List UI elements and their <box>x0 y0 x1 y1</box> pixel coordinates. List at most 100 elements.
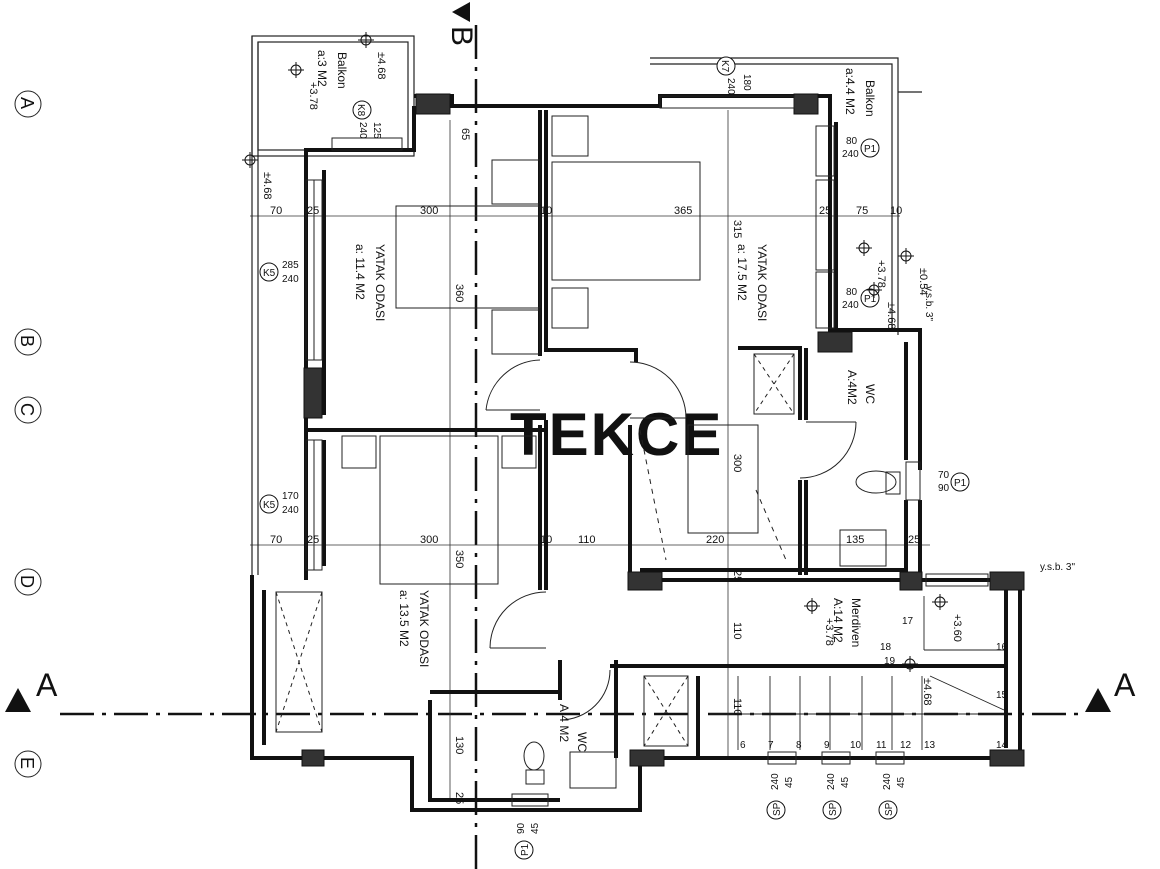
dim-top-3: 300 <box>420 205 438 217</box>
stair-step-18: 18 <box>880 642 892 653</box>
level-6: ±4.68 <box>885 302 897 329</box>
stair-step-12: 12 <box>900 740 912 751</box>
dim-top-7: 75 <box>856 205 868 217</box>
watermark: TEKCE <box>510 401 723 468</box>
level-2: +3.78 <box>307 82 319 110</box>
window-tag-2-w: 80 <box>846 287 858 298</box>
dim-vert-3: 350 <box>453 550 465 568</box>
dim-vert-6: 130 <box>453 736 465 754</box>
window-tag-9-h: 240 <box>770 773 781 790</box>
room-3-area: a: 13.5 M2 <box>397 590 411 647</box>
level-7: +3.78 <box>823 618 835 646</box>
balcony-right <box>650 57 922 335</box>
stair-step-13: 13 <box>924 740 936 751</box>
stair-step-19: 19 <box>884 656 896 667</box>
window-tag-1-w: 80 <box>846 136 858 147</box>
room-4-area: A:4M2 <box>845 370 859 405</box>
dim-mid-8: 25 <box>908 534 920 546</box>
windows <box>305 95 989 807</box>
dim-top-8: 10 <box>890 205 902 217</box>
window-tag-11-code: SP <box>884 802 895 816</box>
level-1: ±4.68 <box>375 52 387 79</box>
section-mark-a-left: A <box>36 667 58 703</box>
dim-vert-10: 65 <box>459 128 471 140</box>
window-tag-8-code: P1 <box>520 843 531 856</box>
dim-vert-4: 300 <box>731 454 743 472</box>
window-tag-2-h: 240 <box>842 300 859 311</box>
grid-axis-b: B <box>17 335 37 347</box>
window-tag-4-code: K5 <box>263 268 276 279</box>
level-3: ±4.68 <box>261 172 273 199</box>
window-tag-7-h: 240 <box>357 122 368 139</box>
grid-axis-d: D <box>17 575 37 588</box>
stair-step-14: 14 <box>996 740 1008 751</box>
stair-step-9: 9 <box>824 740 830 751</box>
level-markers <box>242 32 948 672</box>
window-tag-10-code: SP <box>828 802 839 816</box>
room-3-name: YATAK ODASI <box>417 590 431 667</box>
dim-vert-5: 110 <box>731 622 743 640</box>
dim-mid-6: 220 <box>706 534 724 546</box>
stair-step-6: 6 <box>740 740 746 751</box>
dim-vert-9: 110 <box>731 698 743 716</box>
window-tag-3-code: P1 <box>954 478 967 489</box>
window-tag-1-code: P1 <box>864 144 877 155</box>
room-6-area: A:14 M2 <box>831 598 845 643</box>
window-tag-6-w: 180 <box>741 74 752 91</box>
window-tag-circles <box>259 56 970 860</box>
dim-mid-4: 10 <box>540 534 552 546</box>
window-tag-4-h: 240 <box>282 274 299 285</box>
dim-vert-1: 360 <box>453 284 465 302</box>
window-tag-7-code: K8 <box>355 104 366 117</box>
shafts <box>275 353 795 747</box>
room-7-area: a:3 M2 <box>315 50 329 87</box>
grid-axes <box>14 90 42 778</box>
stair-step-16: 16 <box>996 642 1008 653</box>
grid-axis-a: A <box>17 97 37 109</box>
dim-vert-8: 25 <box>731 570 743 582</box>
dim-top-2: 25 <box>307 205 319 217</box>
level-4: ±0.54 <box>917 268 929 295</box>
note-ysb-2: y.s.b. 3" <box>1040 562 1075 573</box>
room-5-name: WC <box>575 732 589 752</box>
stairs <box>710 596 1005 750</box>
stair-step-10: 10 <box>850 740 862 751</box>
window-tag-4-w: 285 <box>282 260 299 271</box>
window-tag-9-w: 45 <box>784 776 795 788</box>
dimension-lines <box>250 110 930 800</box>
room-5-area: A:4 M2 <box>557 704 571 742</box>
dim-mid-1: 70 <box>270 534 282 546</box>
room-8-name: Balkon <box>863 80 877 117</box>
window-tag-3-h: 90 <box>938 483 950 494</box>
window-tag-9-code: SP <box>772 802 783 816</box>
dim-mid-7: 135 <box>846 534 864 546</box>
columns <box>301 93 1025 767</box>
window-tag-6-h: 240 <box>725 78 736 95</box>
dim-mid-5: 110 <box>578 534 596 546</box>
dim-mid-2: 25 <box>307 534 319 546</box>
window-tag-1-h: 240 <box>842 149 859 160</box>
room-8-area: a:4.4 M2 <box>843 68 857 115</box>
window-tag-2-code: P1 <box>864 294 877 305</box>
window-tag-5-w: 170 <box>282 491 299 502</box>
walls <box>250 94 1022 812</box>
dim-top-4: 10 <box>540 205 552 217</box>
note-ysb-1: y.s.b. 3" <box>923 286 934 321</box>
grid-axis-c: C <box>17 403 37 416</box>
window-tag-8-w: 45 <box>530 822 541 834</box>
section-mark-b: B <box>445 26 478 46</box>
window-tag-5-code: K5 <box>263 500 276 511</box>
dim-vert-2: 315 <box>731 220 743 238</box>
window-tag-5-h: 240 <box>282 505 299 516</box>
window-tag-10-h: 240 <box>826 773 837 790</box>
window-tag-8-h: 90 <box>516 822 527 834</box>
dim-top-5: 365 <box>674 205 692 217</box>
room-1-name: YATAK ODASI <box>373 244 387 321</box>
window-tag-10-w: 45 <box>840 776 851 788</box>
room-6-name: Merdiven <box>849 598 863 647</box>
stair-step-8: 8 <box>796 740 802 751</box>
level-5: +3.78 <box>875 260 887 288</box>
dim-vert-7: 25 <box>453 792 465 804</box>
stair-step-7: 7 <box>768 740 774 751</box>
